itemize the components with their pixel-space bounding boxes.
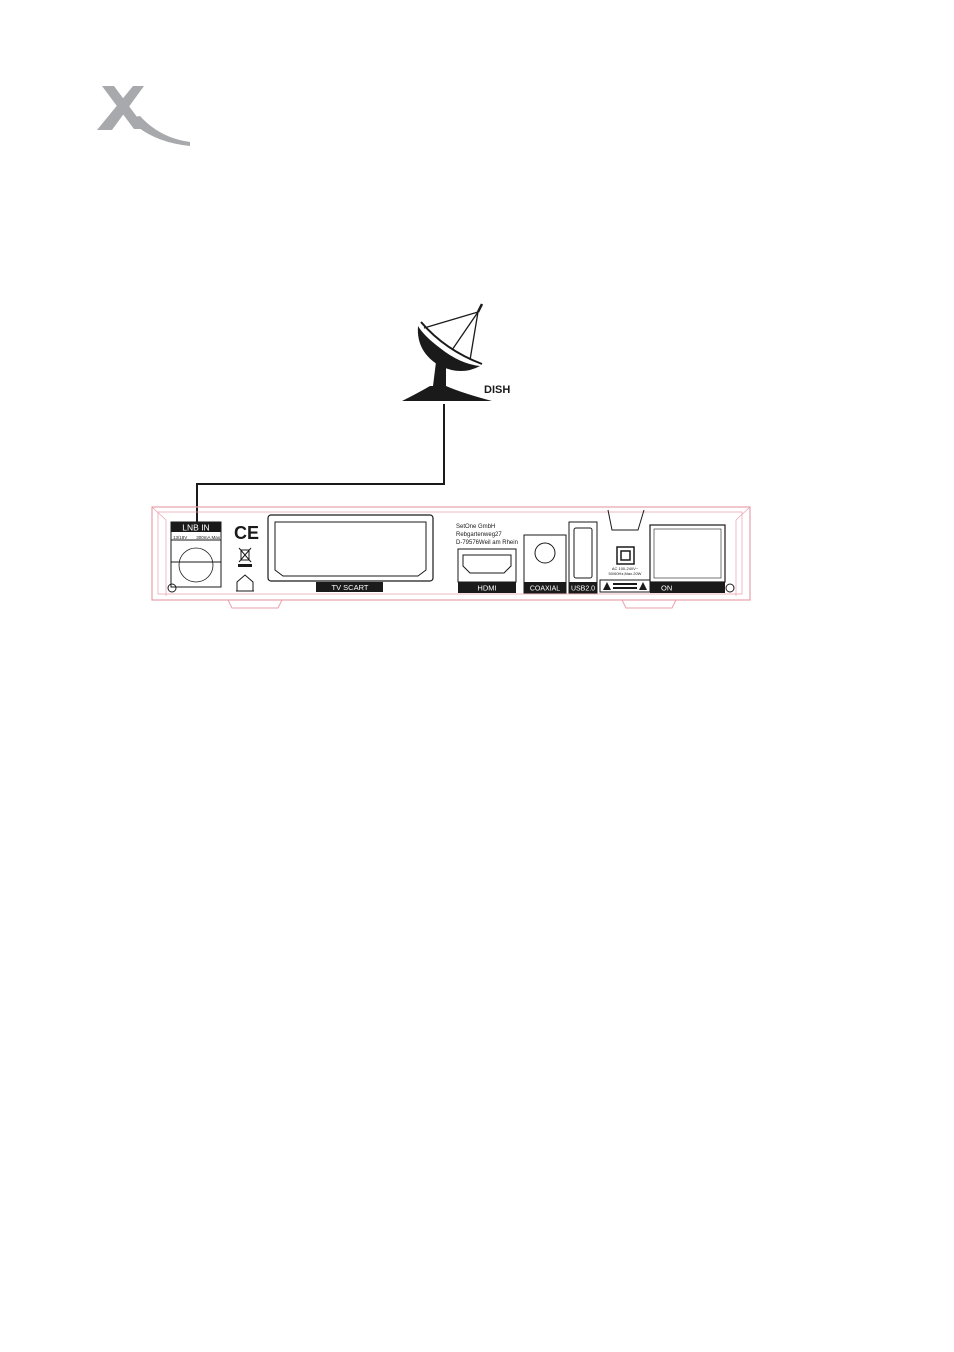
dish-label: DISH <box>484 384 510 396</box>
warning-triangle-left-icon <box>603 582 611 590</box>
scart-label-box <box>316 582 383 592</box>
ce-mark: CE <box>234 523 259 543</box>
power-spec-line-2: 50/60Hz,Max.20W <box>609 571 642 576</box>
usb-port: USB2.0 <box>568 521 598 594</box>
on-label-box <box>650 582 725 593</box>
scart-label: TV SCART <box>332 583 369 592</box>
lnb-socket <box>178 547 214 583</box>
usb-socket <box>573 527 593 579</box>
lnb-socket-frame <box>170 539 222 588</box>
power-switch-inner <box>653 528 722 579</box>
scart-socket <box>274 521 427 577</box>
lnb-label-box <box>171 522 221 532</box>
double-insulation-icon <box>616 546 635 565</box>
coaxial-port: COAXIAL <box>523 534 567 594</box>
coaxial-label-box <box>524 582 566 593</box>
dish-feed-arm-3 <box>469 311 479 361</box>
lnb-in-label: LNB IN <box>182 523 209 533</box>
panel-outer <box>151 506 751 601</box>
power-switch-frame <box>649 524 726 583</box>
satellite-dish-icon <box>402 303 492 401</box>
screw-hole-right <box>725 583 735 593</box>
hdmi-label-box <box>458 582 516 593</box>
logo-x-stroke-2 <box>97 86 144 130</box>
dish-feed-arm-1 <box>423 311 479 329</box>
dish-base <box>402 386 492 401</box>
lnb-in-port: LNB IN 13/18V 300mA Max <box>170 521 222 588</box>
panel-foot-left <box>227 599 283 609</box>
address-line-1: SetOne GmbH <box>456 524 495 530</box>
lnb-spec-right: 300mA Max <box>196 535 221 540</box>
logo-swoosh <box>128 116 190 146</box>
hdmi-frame <box>457 548 517 583</box>
indoor-use-icon <box>236 574 254 592</box>
panel-bevel-corner-right <box>735 506 751 596</box>
panel-foot-right <box>621 599 677 609</box>
panel-top-tab <box>607 509 645 531</box>
lnb-spec-left: 13/18V <box>173 535 187 540</box>
brand-logo <box>97 86 190 146</box>
panel-bevel-corner-left <box>151 506 167 596</box>
address-line-3: D-79576Weil am Rhein <box>456 540 518 546</box>
warning-label <box>599 579 651 593</box>
power-spec-line-1: AC 100-240V~ <box>612 566 639 571</box>
dish-bowl <box>417 326 480 371</box>
power-switch: ON <box>649 524 726 593</box>
on-label: ON <box>661 584 672 593</box>
scart-frame <box>267 514 434 582</box>
weee-bin-icon <box>238 547 252 567</box>
panel-inner-bevel <box>157 511 743 595</box>
warning-triangle-right-icon <box>639 582 647 590</box>
dish-feed-arm-2 <box>451 311 479 351</box>
dish-lnb <box>476 303 484 313</box>
coaxial-socket <box>534 542 556 564</box>
address-line-2: Rebgartenweg27 <box>456 532 502 538</box>
hdmi-label: HDMI <box>477 584 496 593</box>
tv-scart-port: TV SCART <box>267 514 434 592</box>
receiver-back-panel <box>151 506 751 609</box>
hdmi-port: HDMI <box>457 548 517 593</box>
usb-label: USB2.0 <box>571 586 595 593</box>
dish-pedestal <box>433 362 446 386</box>
hdmi-socket <box>462 554 512 574</box>
screw-hole-left <box>167 583 177 593</box>
usb-label-box <box>569 582 597 593</box>
coaxial-label: COAXIAL <box>530 586 560 593</box>
